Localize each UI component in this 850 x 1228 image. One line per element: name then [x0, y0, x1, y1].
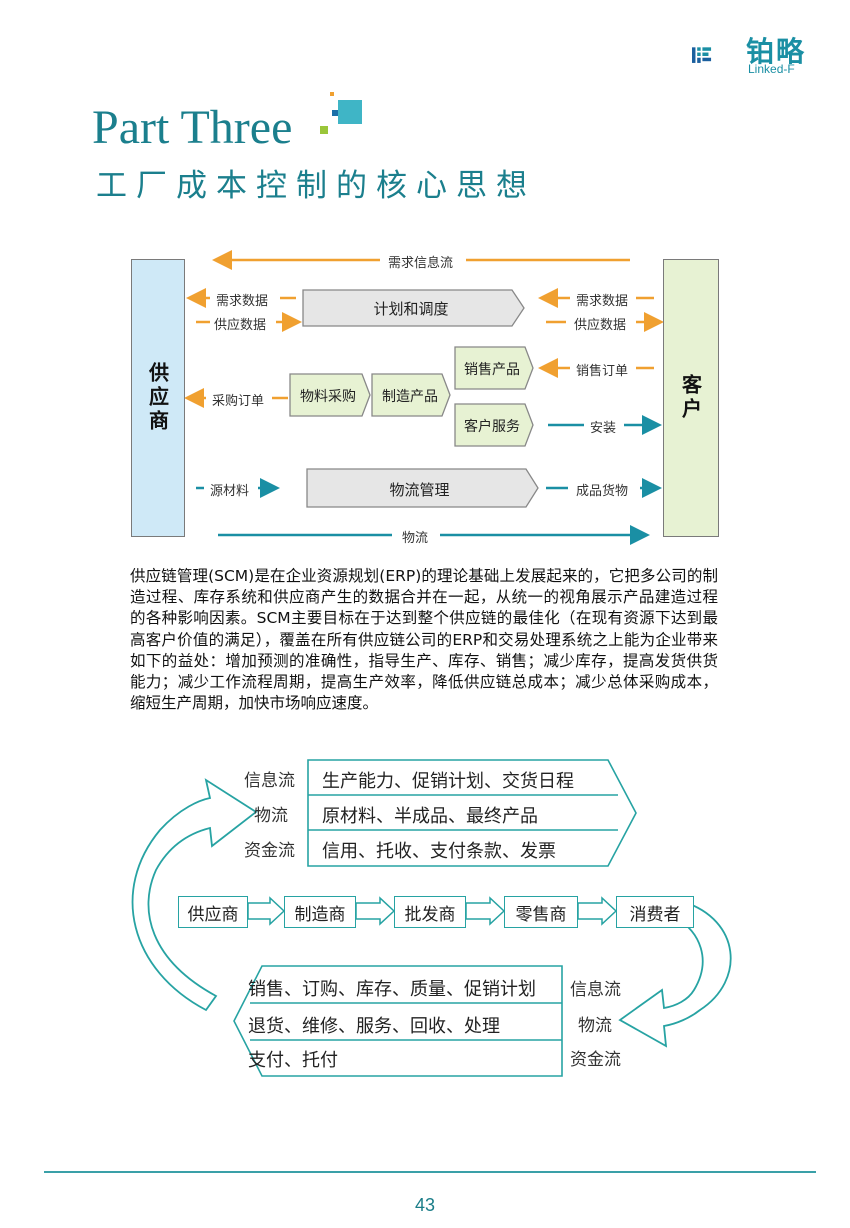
chain-supplier: 供应商 — [178, 896, 248, 928]
top-row-payment: 信用、托收、支付条款、发票 — [322, 841, 556, 862]
top-row-info: 生产能力、促销计划、交货日程 — [322, 771, 574, 792]
finished-goods-label: 成品货物 — [576, 484, 629, 499]
customer-service-box: 客户服务 — [464, 419, 520, 435]
chain-consumer: 消费者 — [616, 896, 694, 928]
top-info-flow-label: 信息流 — [244, 771, 295, 791]
left-supply-data: 供应数据 — [214, 318, 267, 333]
bottom-info-flow-label: 信息流 — [570, 980, 621, 1000]
page-number: 43 — [414, 1195, 436, 1215]
diagram2-shapes — [131, 759, 732, 1077]
supplier-column: 供应商 — [131, 259, 185, 537]
bottom-logistics-flow-label: 物流 — [578, 1016, 612, 1036]
page-title: Part Three — [92, 101, 293, 154]
logo-english-name: Linked-F — [748, 62, 795, 76]
scm-description-paragraph: 供应链管理(SCM)是在企业资源规划(ERP)的理论基础上发展起来的，它把多公司… — [130, 567, 718, 713]
demand-info-flow-label: 需求信息流 — [388, 256, 454, 271]
chain-retailer: 零售商 — [504, 896, 578, 928]
bottom-fund-flow-label: 资金流 — [570, 1050, 621, 1070]
logistics-management-box: 物流管理 — [389, 481, 450, 499]
install-label: 安装 — [590, 421, 617, 436]
linked-f-logo-mark — [692, 47, 712, 63]
bottom-row-payment: 支付、托付 — [248, 1050, 338, 1071]
customer-label: 客户 — [678, 374, 703, 422]
chain-wholesaler: 批发商 — [394, 896, 466, 928]
bottom-row-returns: 退货、维修、服务、回收、处理 — [248, 1016, 500, 1037]
diagram1-arrows — [184, 250, 664, 545]
bottom-row-sales: 销售、订购、库存、质量、促销计划 — [248, 979, 536, 1000]
sales-product-box: 销售产品 — [464, 362, 520, 378]
top-row-goods: 原材料、半成品、最终产品 — [322, 806, 538, 827]
chain-manufacturer: 制造商 — [284, 896, 356, 928]
raw-material-label: 源材料 — [210, 484, 250, 499]
purchase-order-label: 采购订单 — [212, 394, 265, 409]
top-logistics-flow-label: 物流 — [254, 806, 288, 826]
page-subtitle: 工厂成本控制的核心思想 — [96, 168, 536, 204]
title-squares-decoration — [320, 92, 362, 134]
sales-order-label: 销售订单 — [576, 364, 629, 379]
top-fund-flow-label: 资金流 — [244, 841, 295, 861]
logistics-flow-label: 物流 — [402, 531, 429, 546]
right-demand-data: 需求数据 — [576, 294, 629, 309]
manufacture-box: 制造产品 — [382, 389, 438, 405]
logo-chinese-name: 铂略 — [746, 35, 807, 68]
footer-divider — [44, 1171, 816, 1173]
right-supply-data: 供应数据 — [574, 318, 627, 333]
plan-schedule-box: 计划和调度 — [373, 300, 449, 318]
left-demand-data: 需求数据 — [216, 294, 269, 309]
customer-column: 客户 — [663, 259, 719, 537]
material-purchase-box: 物料采购 — [300, 389, 356, 405]
supplier-label: 供应商 — [145, 362, 170, 434]
